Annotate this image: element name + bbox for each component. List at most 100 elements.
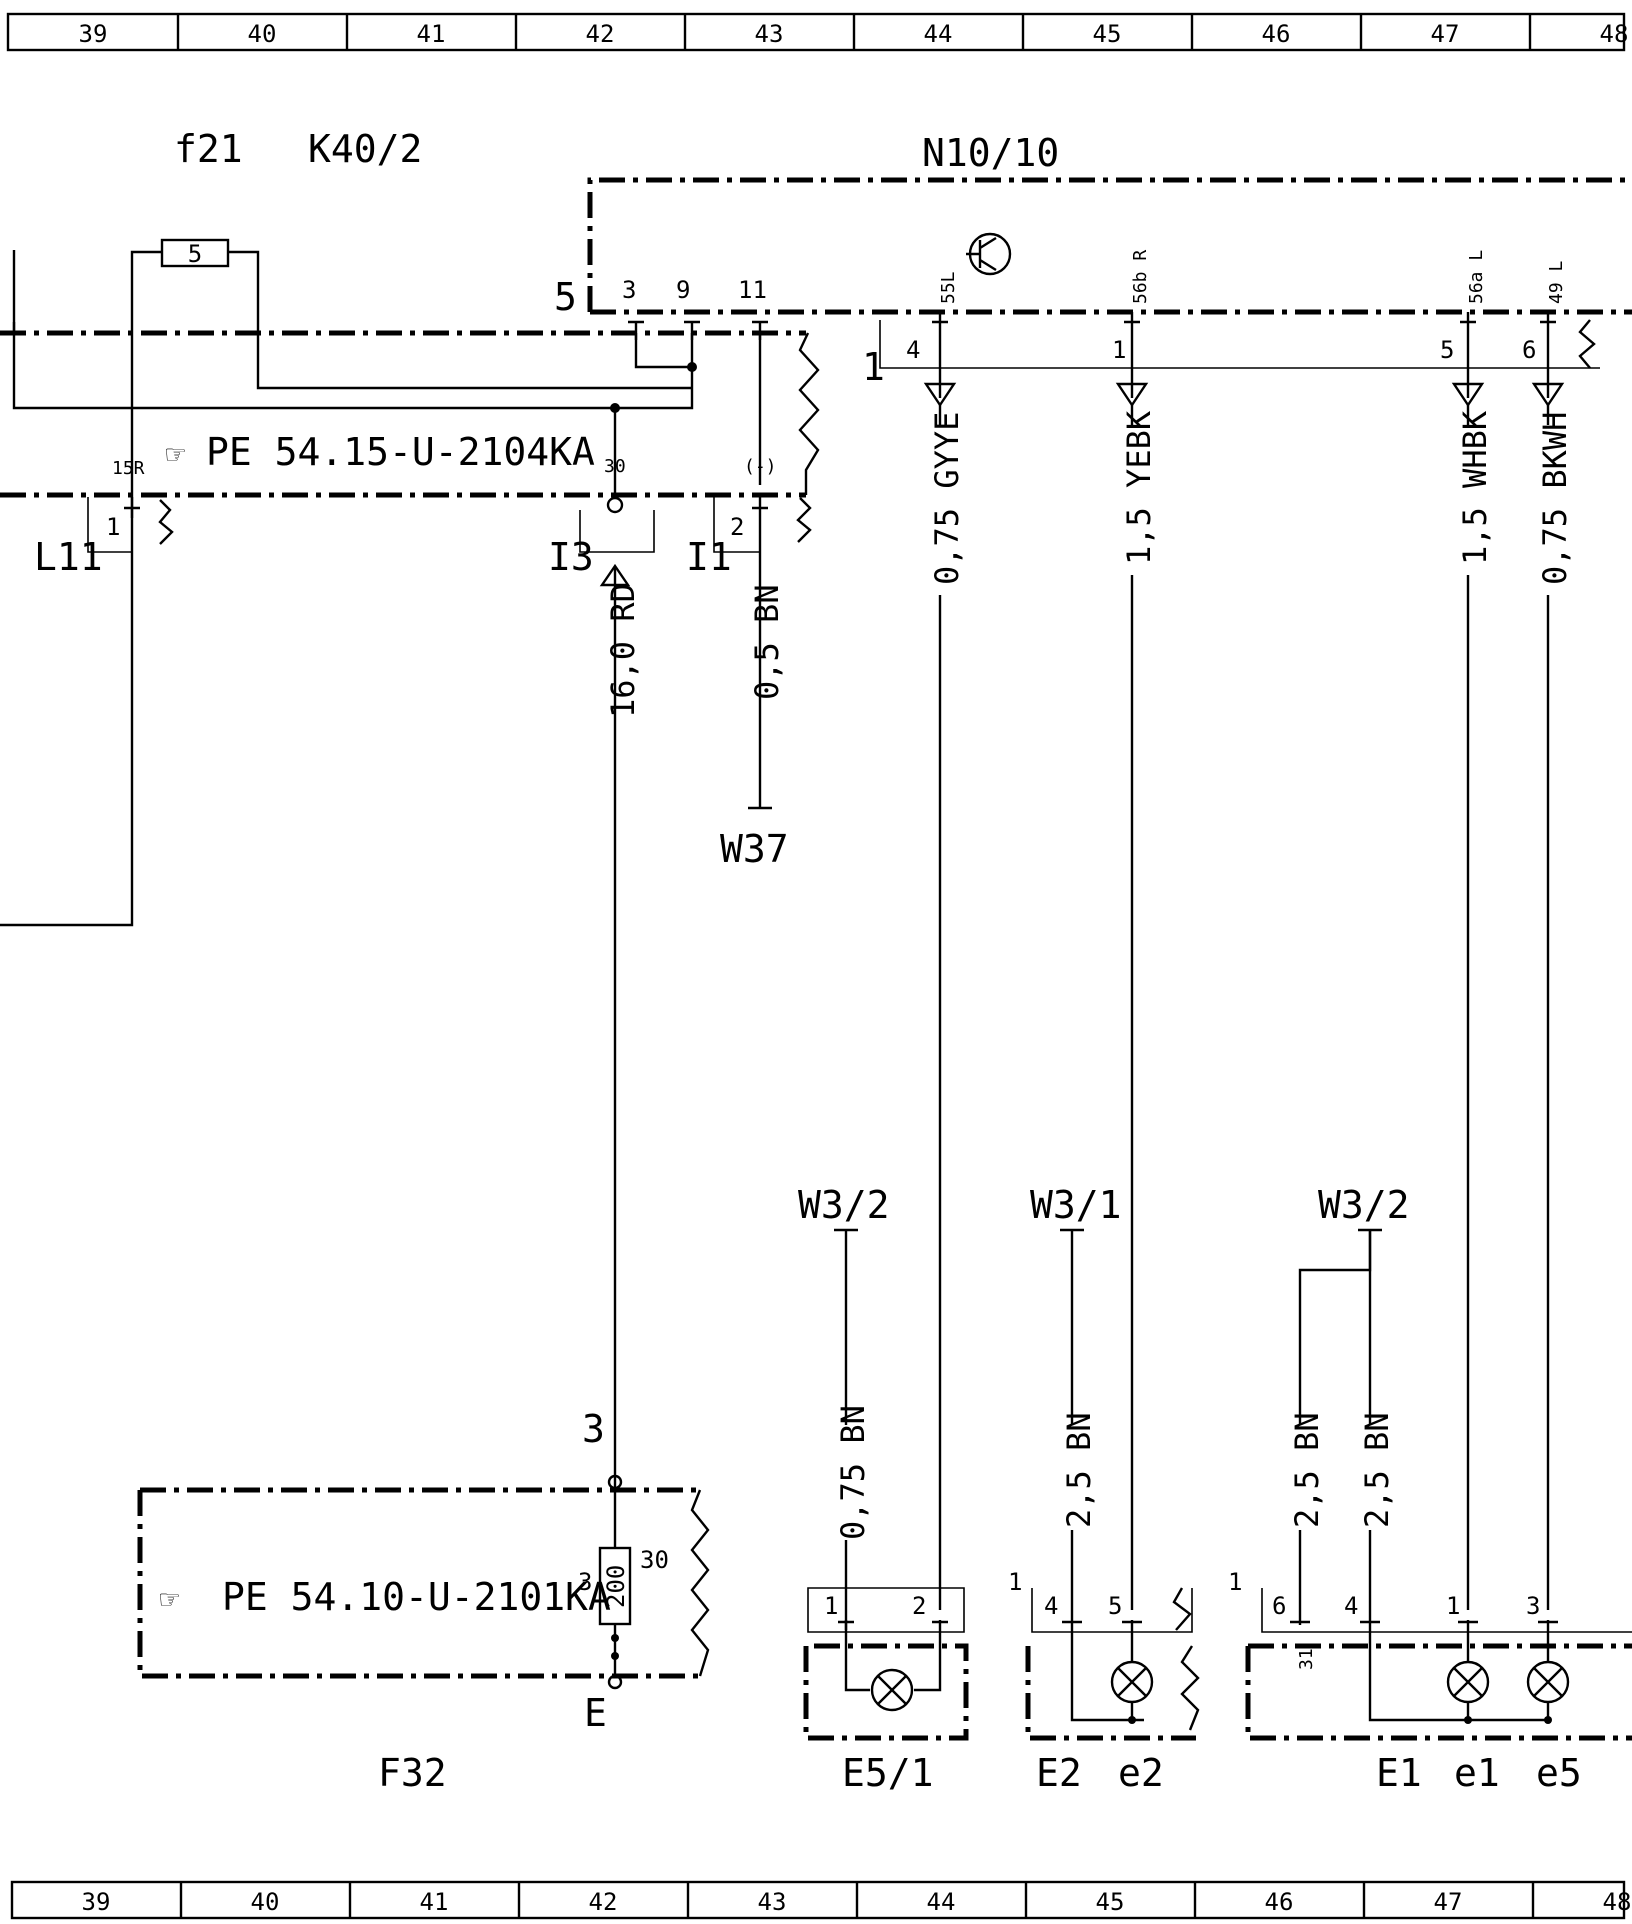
top-grid-ruler: 39 40 41 42 43 44 45 46 47 48 — [6, 12, 1629, 52]
component-w37: W37 — [720, 827, 789, 871]
component-e5-1: E5/1 — [842, 1751, 934, 1795]
component-f21: f21 — [174, 127, 243, 171]
wire-label-bn-e2: 2,5 BN — [1060, 1412, 1098, 1528]
component-k40-2: K40/2 — [308, 127, 422, 171]
grid-col-47-top: 47 — [1431, 20, 1460, 48]
e1-pin-31: 31 — [1296, 1648, 1317, 1670]
pe-ref-bottom-label: PE 54.10-U-2101KA — [222, 1575, 611, 1619]
f32-block — [137, 1474, 710, 1690]
wire-label-bn-e1b: 2,5 BN — [1358, 1412, 1396, 1528]
l11-pin-15r: 15R — [112, 458, 145, 479]
e1-pin-6: 6 — [1272, 1592, 1286, 1620]
grid-col-40-bottom: 40 — [251, 1888, 280, 1916]
wire-label-yebk: 1,5 YEBK — [1120, 410, 1158, 565]
lamp-e1 — [1245, 1228, 1632, 1741]
e1-pin-1: 1 — [1446, 1592, 1460, 1620]
component-f32: F32 — [378, 1751, 447, 1795]
wire-15r-down — [0, 333, 134, 927]
grid-col-40-top: 40 — [248, 20, 277, 48]
n10-pin-6: 6 — [1522, 336, 1536, 364]
grid-col-45-bottom: 45 — [1096, 1888, 1125, 1916]
wire-f21-out — [256, 333, 692, 390]
fuse-value: 5 — [188, 240, 202, 268]
grid-col-44-top: 44 — [924, 20, 953, 48]
i1-pin-2: 2 — [730, 513, 744, 541]
grid-col-46-top: 46 — [1262, 20, 1291, 48]
grid-col-47-bottom: 47 — [1434, 1888, 1463, 1916]
component-e2-lamp: e2 — [1118, 1751, 1164, 1795]
grid-col-39-bottom: 39 — [82, 1888, 111, 1916]
n10-outputs — [879, 232, 1600, 408]
grid-col-48-top: 48 — [1600, 20, 1629, 48]
connector-i1 — [713, 497, 812, 810]
component-w3-2-a: W3/2 — [798, 1183, 890, 1227]
fuse-f21: 5 — [130, 238, 260, 333]
wire-label-bn-e1a: 2,5 BN — [1288, 1412, 1326, 1528]
e2-conn-1: 1 — [1008, 1568, 1022, 1596]
k40-pin-5: 5 — [554, 275, 577, 319]
component-e1: E1 — [1376, 1751, 1422, 1795]
lamp-e2 — [1025, 1228, 1200, 1741]
component-l11: L11 — [34, 535, 103, 579]
component-w3-1: W3/1 — [1030, 1183, 1122, 1227]
component-w3-2-b: W3/2 — [1318, 1183, 1410, 1227]
k40-resistor — [798, 332, 820, 495]
pe-ref-top-label: PE 54.15-U-2104KA — [206, 430, 595, 474]
grid-col-43-bottom: 43 — [758, 1888, 787, 1916]
component-e1-lamp: e1 — [1454, 1751, 1500, 1795]
n10-pin-1: 1 — [1112, 336, 1126, 364]
n10-pin-56b: 56b R — [1130, 250, 1151, 304]
wire-k40-3-9 — [634, 333, 692, 369]
grid-col-41-bottom: 41 — [420, 1888, 449, 1916]
f32-resistor-value: 200 — [602, 1565, 630, 1608]
pointing-hand-icon: ☞ — [166, 435, 186, 473]
n10-pin-49: 49 L — [1546, 260, 1567, 304]
pe-ref-bottom-sup: 3 — [578, 1568, 592, 1596]
component-i3: I3 — [548, 535, 594, 579]
grid-col-39-top: 39 — [79, 20, 108, 48]
l11-pin-1: 1 — [106, 513, 120, 541]
n10-pin-55l: 55L — [938, 271, 959, 304]
component-e2: E2 — [1036, 1751, 1082, 1795]
component-i1: I1 — [686, 535, 732, 579]
junction-dot-2 — [610, 403, 620, 413]
f32-pin-30: 30 — [640, 1546, 669, 1574]
n10-pin-56a: 56a L — [1466, 250, 1487, 304]
wire-label-rd: 16,0 RD — [604, 583, 642, 718]
bottom-grid-ruler: 39 40 41 42 43 44 45 46 47 48 — [10, 1880, 1632, 1920]
n10-10-boundary — [587, 177, 1632, 315]
n10-pin-4: 4 — [906, 336, 920, 364]
grid-col-44-bottom: 44 — [927, 1888, 956, 1916]
pe-reference-top: ☞ PE 54.15-U-2104KA — [166, 430, 595, 474]
wire-label-bn-w37: 0,5 BN — [748, 584, 786, 700]
e2-pin-5: 5 — [1108, 1592, 1122, 1620]
i3-pin-30: 30 — [604, 456, 626, 477]
e1-pin-3: 3 — [1526, 1592, 1540, 1620]
e1-pin-4: 4 — [1344, 1592, 1358, 1620]
lamp-e5-1 — [803, 1228, 969, 1741]
f32-pin-e: E — [584, 1691, 607, 1735]
grid-col-48-bottom: 48 — [1603, 1888, 1632, 1916]
connector-i3 — [579, 496, 655, 1490]
k40-2-boundary — [0, 330, 806, 498]
component-e5-lamp: e5 — [1536, 1751, 1582, 1795]
e2-pin-4: 4 — [1044, 1592, 1058, 1620]
f32-pin-3: 3 — [582, 1407, 605, 1451]
k40-pin-11: 11 — [738, 276, 767, 304]
k40-pin-9: 9 — [676, 276, 690, 304]
e5-1-pin-2: 2 — [912, 1592, 926, 1620]
i1-minus-label: (-) — [744, 456, 777, 477]
k40-pin-3: 3 — [622, 276, 636, 304]
n10-conn-1: 1 — [862, 345, 885, 389]
component-n10-10: N10/10 — [922, 131, 1059, 175]
grid-col-43-top: 43 — [755, 20, 784, 48]
grid-col-42-top: 42 — [586, 20, 615, 48]
wire-label-bn-e5-1: 0,75 BN — [834, 1405, 872, 1540]
grid-col-41-top: 41 — [417, 20, 446, 48]
wire-label-whbk: 1,5 WHBK — [1456, 410, 1494, 565]
pointing-hand-icon-2: ☞ — [160, 1580, 180, 1618]
n10-pin-5: 5 — [1440, 336, 1454, 364]
wire-label-gyye: 0,75 GYYE — [928, 412, 966, 585]
pe-reference-bottom: ☞ PE 54.10-U-2101KA 3 — [160, 1568, 611, 1619]
